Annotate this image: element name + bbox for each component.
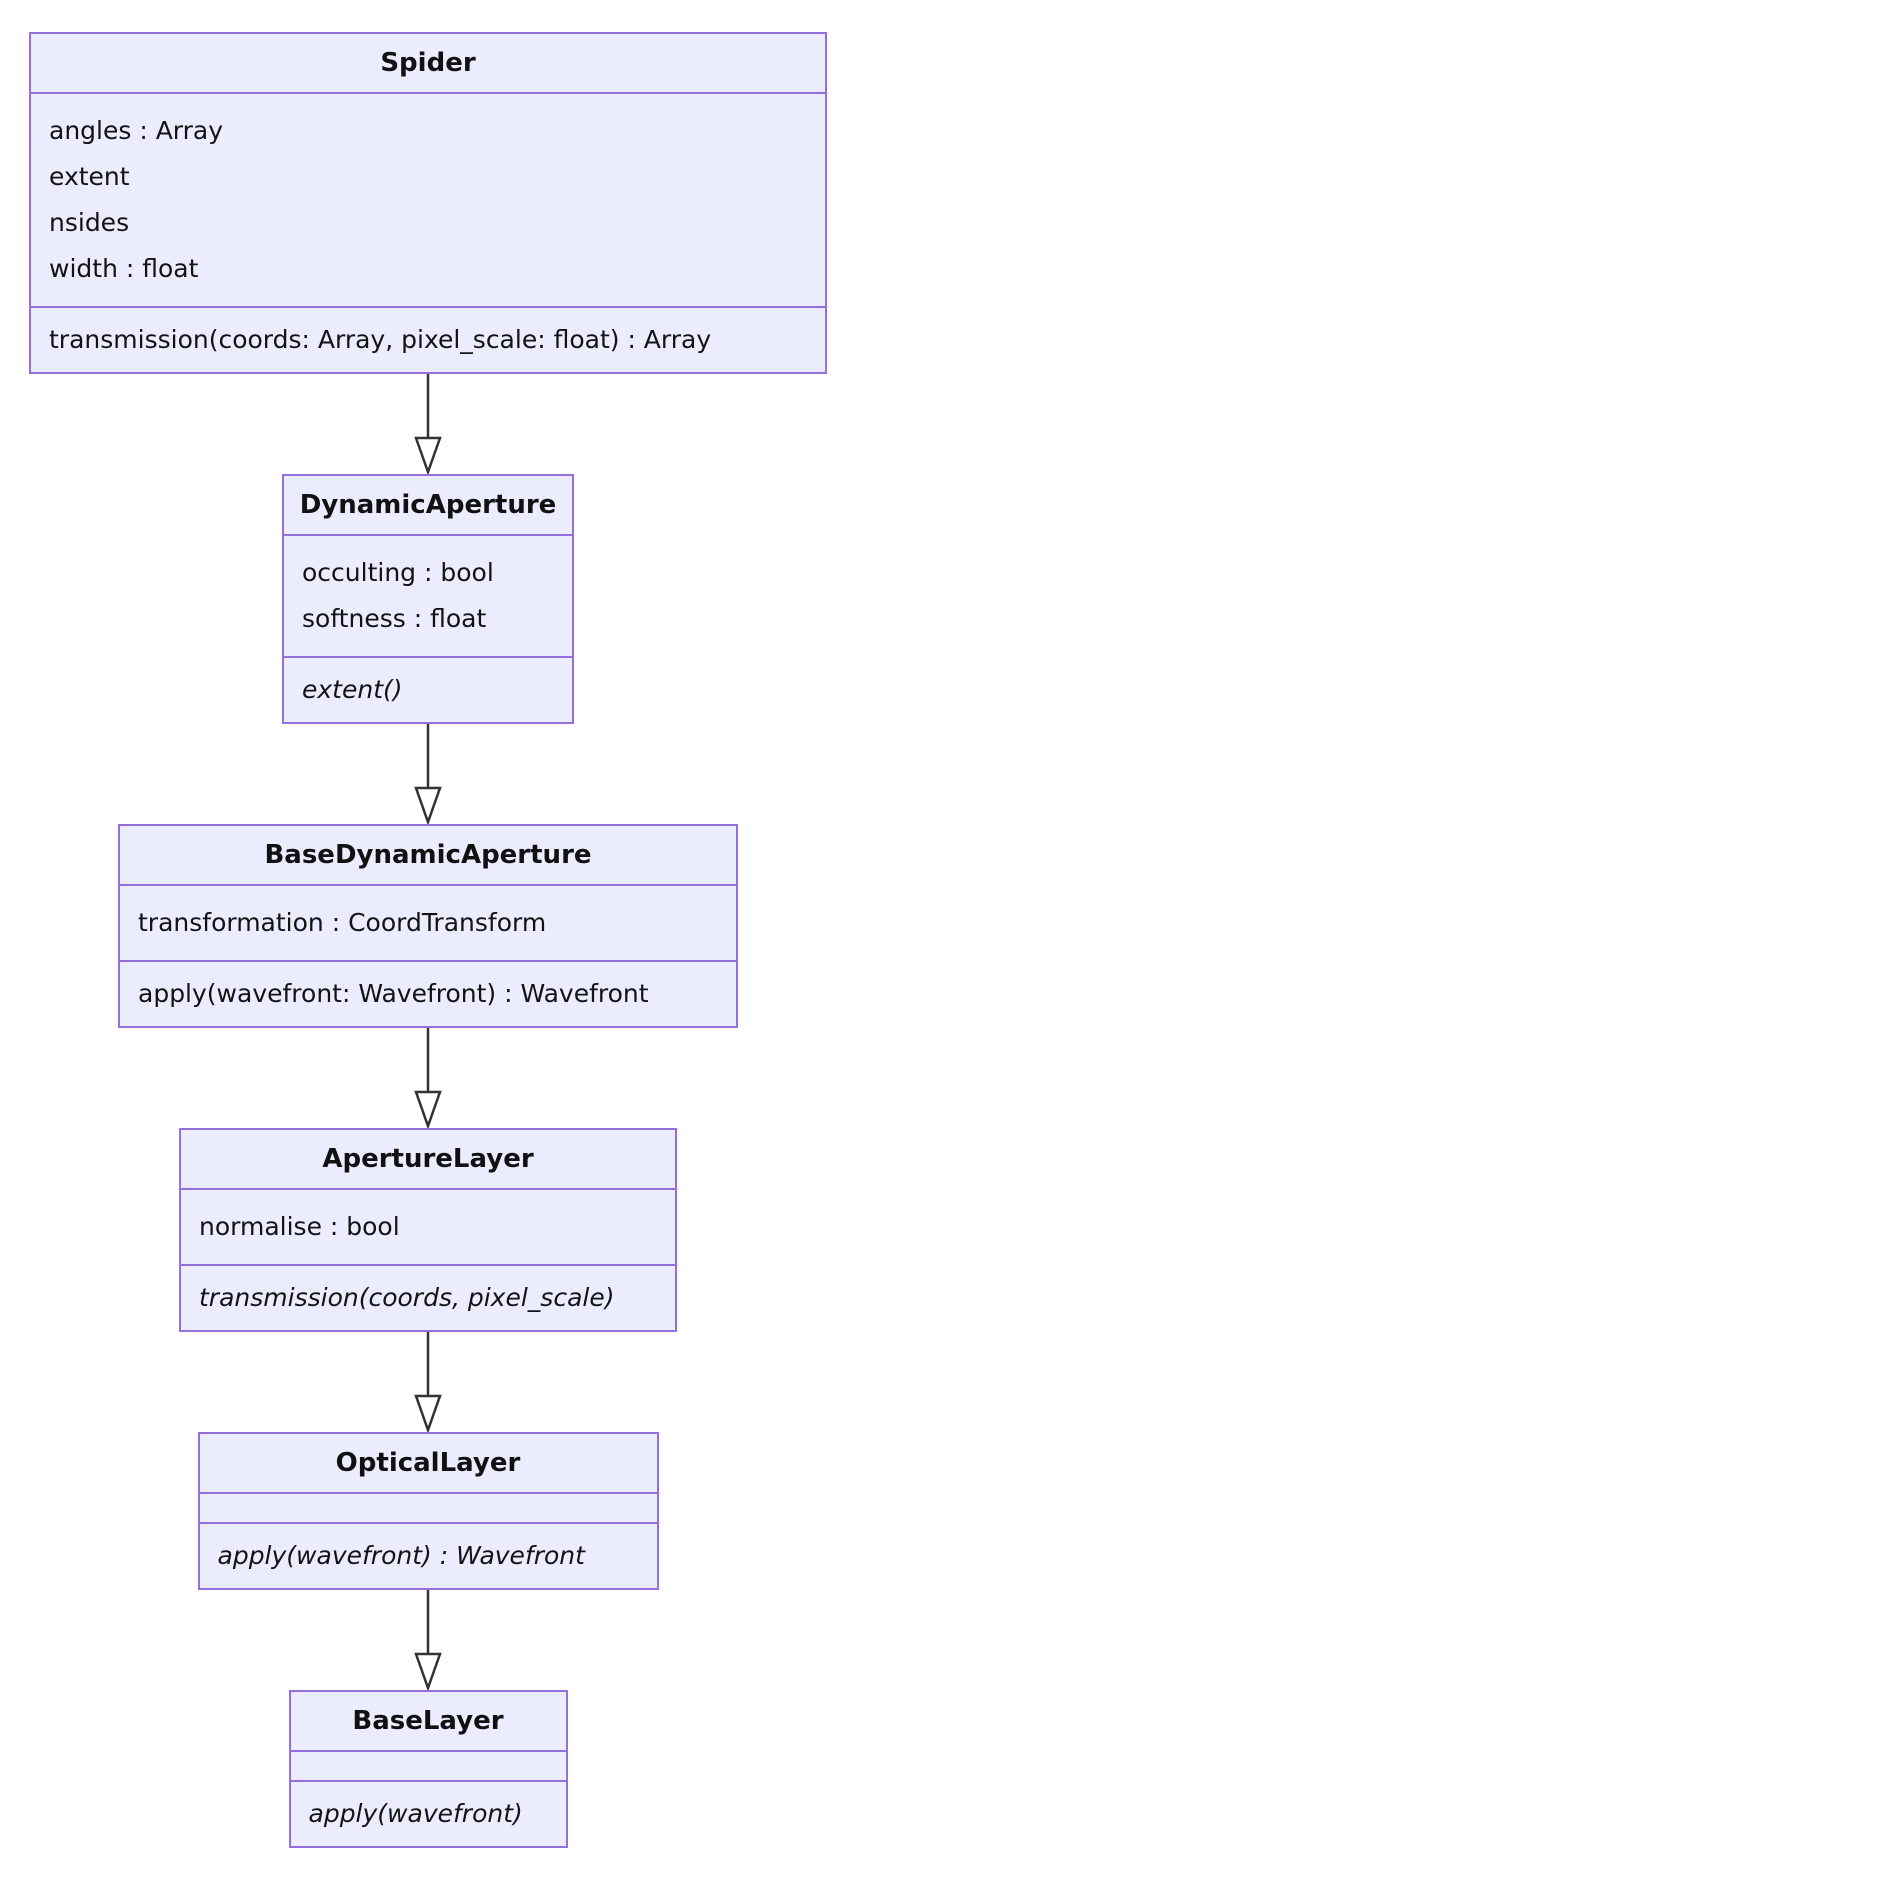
class-base-layer[interactable]: BaseLayer apply(wavefront) <box>288 1690 568 1848</box>
attribute-row: occulting : bool <box>302 558 494 587</box>
attributes-section <box>200 1494 657 1522</box>
method-row: extent() <box>302 675 403 704</box>
method-row: apply(wavefront) <box>308 1799 523 1828</box>
attribute-row: normalise : bool <box>199 1212 400 1241</box>
inheritance-arrow-icon <box>414 1332 442 1432</box>
methods-section: apply(wavefront: Wavefront) : Wavefront <box>120 960 736 1026</box>
class-title: Spider <box>31 34 825 94</box>
inheritance-arrow-icon <box>414 1028 442 1128</box>
class-title: BaseDynamicAperture <box>120 826 736 886</box>
attributes-section: transformation : CoordTransform <box>120 886 736 960</box>
attributes-section: angles : Array extent nsides width : float <box>31 94 825 306</box>
attributes-section <box>291 1752 566 1780</box>
class-title: OpticalLayer <box>199 1434 657 1494</box>
inheritance-arrow-icon <box>414 724 442 824</box>
attributes-section: occulting : bool softness : float <box>284 536 572 656</box>
inheritance-arrow-icon <box>414 374 442 474</box>
methods-section: transmission(coords, pixel_scale) <box>181 1264 675 1330</box>
class-title: ApertureLayer <box>181 1130 675 1190</box>
attributes-section: normalise : bool <box>181 1190 675 1264</box>
methods-section: transmission(coords: Array, pixel_scale:… <box>31 306 825 372</box>
inheritance-arrow-icon <box>414 1590 442 1690</box>
methods-section: apply(wavefront) <box>290 1780 566 1846</box>
attribute-row: softness : float <box>302 604 487 633</box>
method-row: transmission(coords, pixel_scale) <box>199 1283 615 1312</box>
class-diagram: Spider angles : Array extent nsides width : … <box>29 32 827 1848</box>
methods-section: apply(wavefront) : Wavefront <box>199 1522 657 1588</box>
attribute-row: nsides <box>49 208 130 237</box>
method-row: apply(wavefront) : Wavefront <box>217 1541 585 1570</box>
class-aperture-layer[interactable]: ApertureLayer normalise : bool transmissio… <box>179 1128 677 1332</box>
method-row: transmission(coords: Array, pixel_scale:… <box>49 325 712 354</box>
attribute-row: angles : Array <box>49 116 224 145</box>
class-optical-layer[interactable]: OpticalLayer apply(wavefront) : Wavefront <box>197 1432 659 1590</box>
class-title: DynamicAperture <box>284 476 572 536</box>
attribute-row: transformation : CoordTransform <box>138 908 547 937</box>
method-row: apply(wavefront: Wavefront) : Wavefront <box>138 979 649 1008</box>
attribute-row: extent <box>49 162 130 191</box>
attribute-row: width : float <box>49 254 199 283</box>
class-title: BaseLayer <box>290 1692 566 1752</box>
class-spider[interactable]: Spider angles : Array extent nsides width : … <box>29 32 827 374</box>
class-base-dynamic-aperture[interactable]: BaseDynamicAperture transformation : Coor… <box>118 824 738 1028</box>
class-dynamic-aperture[interactable]: DynamicAperture occulting : bool softness … <box>282 474 574 724</box>
methods-section: extent() <box>284 656 572 722</box>
